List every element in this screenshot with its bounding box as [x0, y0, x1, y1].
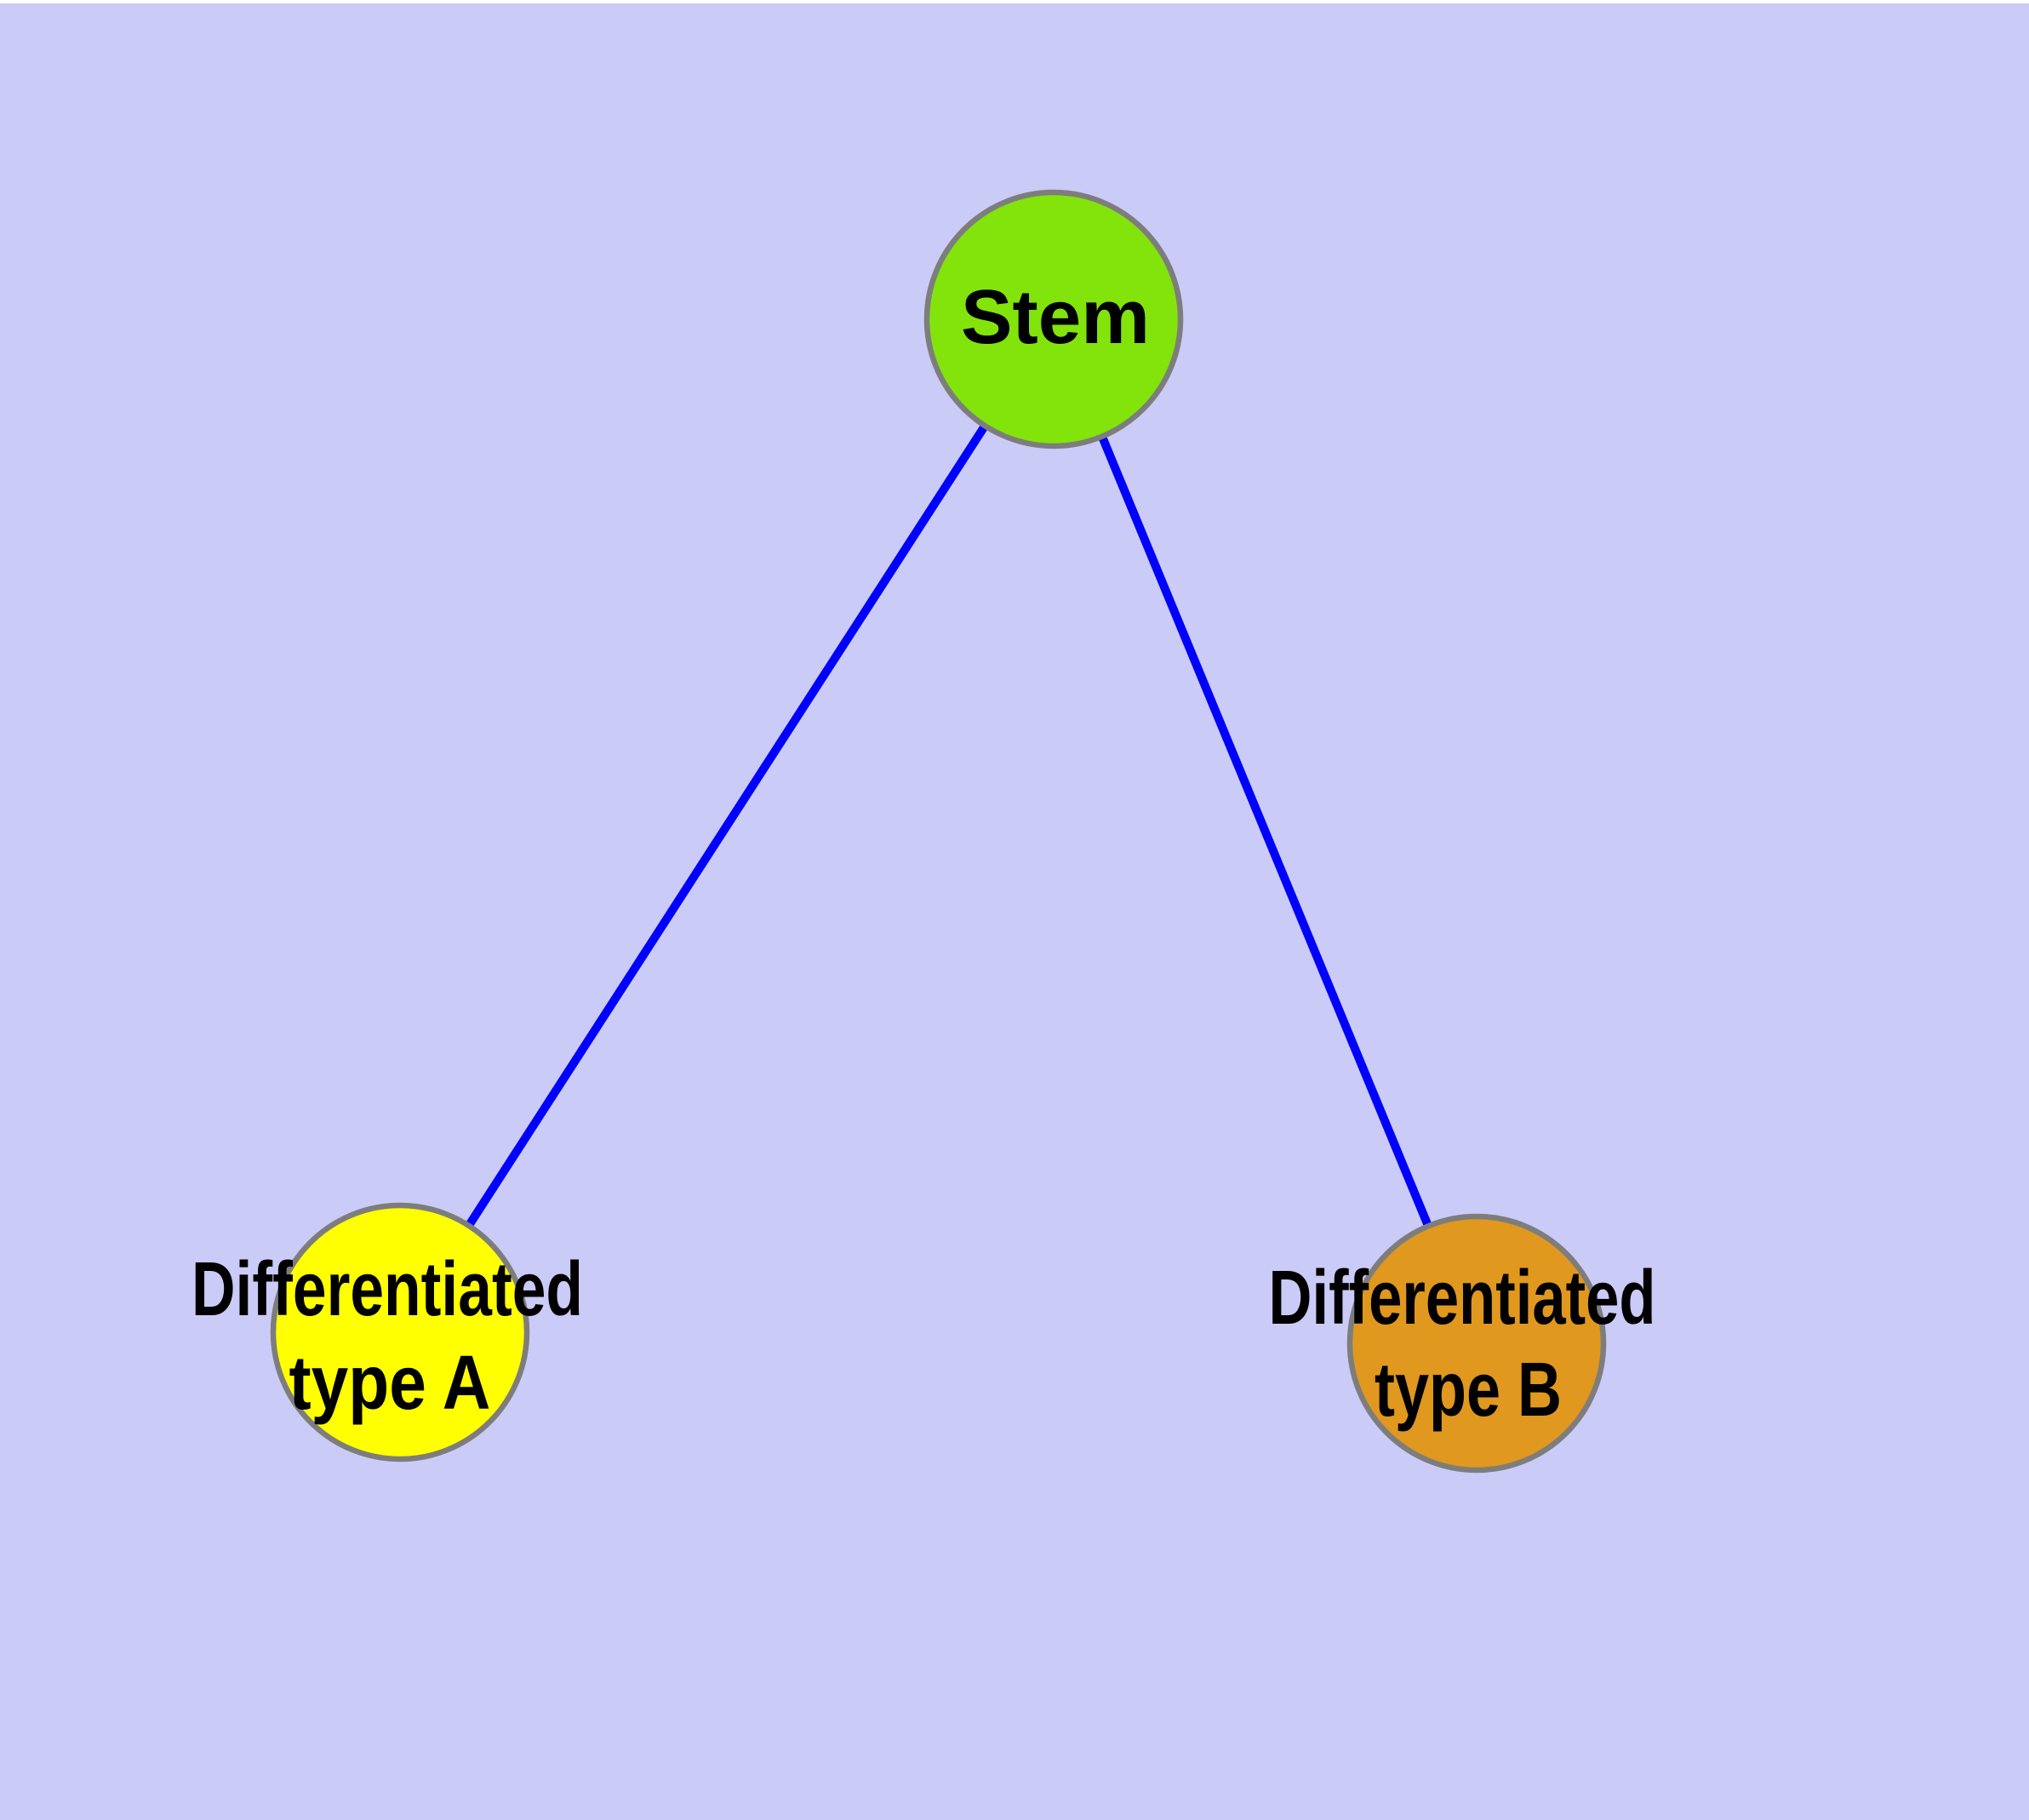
- node-stem-circle: [923, 189, 1184, 449]
- node-type-b-label-line1: Differentiated: [1269, 1256, 1656, 1341]
- edges: [396, 317, 1481, 1345]
- node-type-a: Differentiated type A: [191, 1202, 583, 1462]
- node-type-a-label-line1: Differentiated: [191, 1247, 583, 1332]
- edge-stem-to-type-b: [1049, 318, 1481, 1345]
- node-stem: Stem: [923, 189, 1184, 449]
- edge-stem-to-type-a: [396, 317, 1058, 1335]
- node-type-b-label-line2: type B: [1375, 1348, 1562, 1433]
- top-margin-strip: [0, 0, 2029, 3]
- node-stem-label: Stem: [961, 275, 1150, 360]
- node-type-b: Differentiated type B: [1269, 1213, 1656, 1474]
- node-type-a-label-line2: type A: [289, 1341, 491, 1426]
- node-type-a-circle: [270, 1202, 530, 1462]
- node-type-b-circle: [1346, 1213, 1607, 1474]
